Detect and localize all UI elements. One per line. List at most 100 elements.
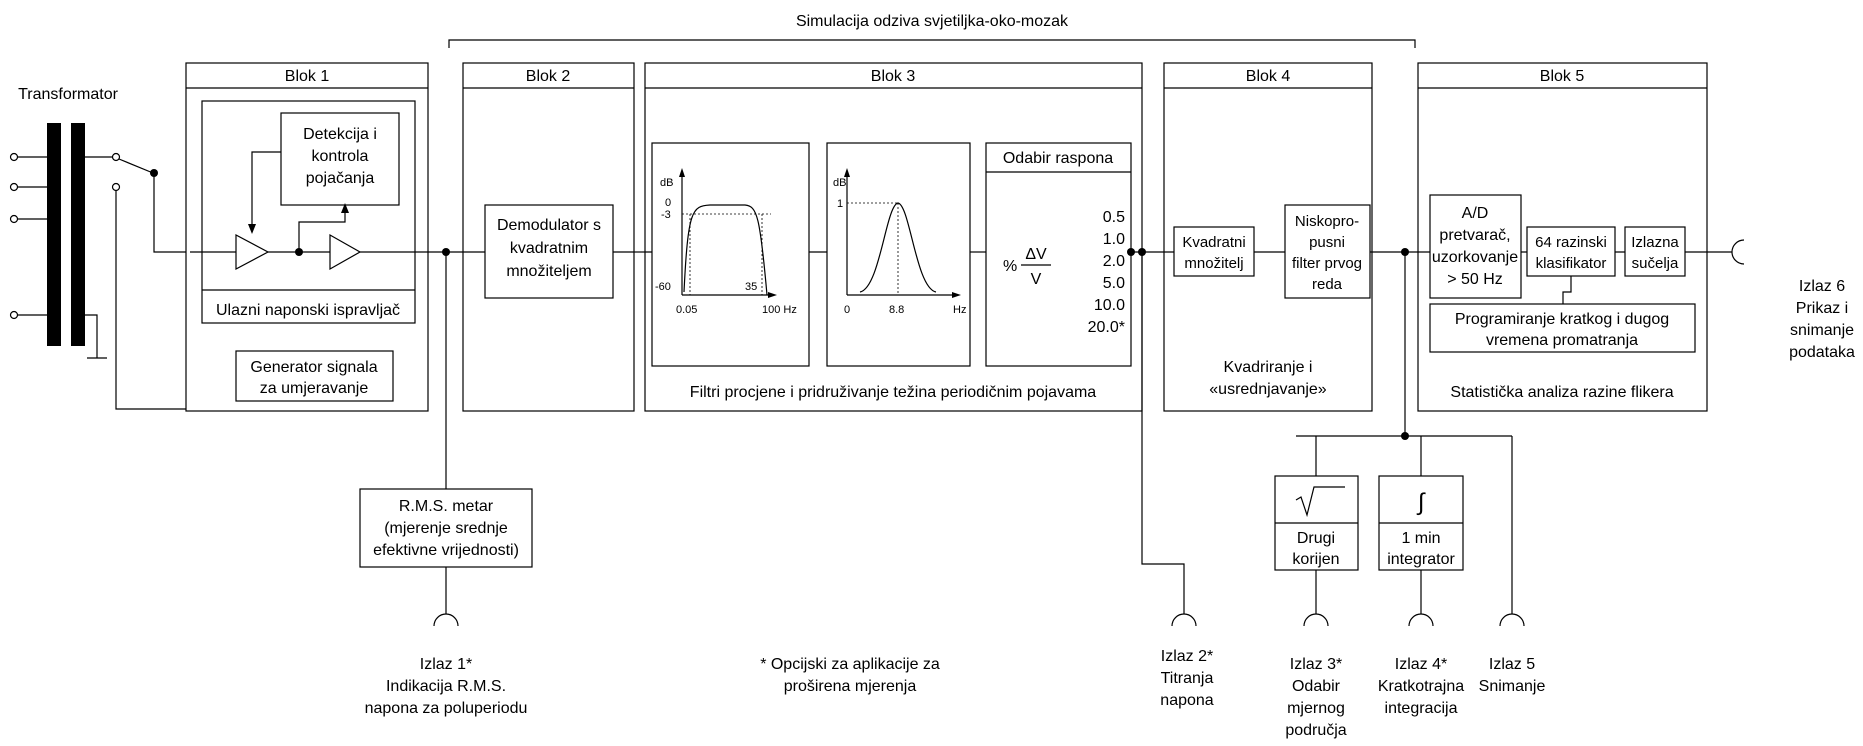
bandpass-response-curve (683, 204, 768, 296)
classifier-box (1526, 226, 1616, 277)
weighting-db-label: dB (833, 177, 846, 189)
transformer-core-left (47, 123, 61, 346)
observation-programming-box (1429, 303, 1696, 353)
output-2-terminal (1171, 613, 1197, 627)
output-6-line-1: Izlaz 6 (1799, 278, 1845, 295)
output-1-line-3: napona za poluperiodu (365, 700, 528, 717)
output-4-terminal (1408, 613, 1434, 627)
lowpass-filter-line-1: Niskopro- (1295, 213, 1359, 230)
ad-converter-line-3: uzorkovanje (1432, 249, 1518, 266)
range-percent-sign: % (1003, 258, 1017, 275)
calibration-generator-box (235, 350, 394, 402)
output-3-line-3: mjernog (1287, 700, 1345, 717)
block-1-title: Blok 1 (285, 68, 330, 85)
output-4-label: Izlaz 4* Kratkotrajna integracija (1378, 656, 1464, 717)
amplifier-1 (235, 234, 270, 270)
square-root-icon (1295, 486, 1345, 518)
demodulator-line-2: kvadratnim (510, 240, 588, 257)
weighting-88-label: 8.8 (889, 304, 904, 316)
output-5-label: Izlaz 5 Snimanje (1479, 656, 1546, 695)
demodulator-line-3: množiteljem (506, 263, 591, 280)
output-2-line-2: Titranja (1161, 670, 1214, 687)
weighting-one-label: 1 (837, 198, 843, 210)
output-6-label: Izlaz 6 Prikaz i snimanje podataka (1789, 278, 1855, 361)
lowpass-filter-line-4: reda (1312, 276, 1343, 293)
lowpass-filter-line-3: filter prvog (1292, 255, 1362, 272)
observation-programming-line-2: vremena promatranja (1486, 332, 1638, 349)
lowpass-filter-line-2: pusni (1309, 234, 1345, 251)
output-4-line-1: Izlaz 4* (1395, 656, 1447, 673)
output-1-terminal (433, 613, 459, 627)
range-value-2: 1.0 (1103, 231, 1125, 248)
block-5-caption: Statistička analiza razine flikera (1450, 384, 1673, 401)
junction-outputs (1401, 432, 1409, 440)
range-selector-title: Odabir raspona (1003, 150, 1113, 167)
range-value-4: 5.0 (1103, 275, 1125, 292)
range-value-6: 20.0* (1088, 319, 1125, 336)
square-multiplier-line-1: Kvadratni (1182, 234, 1245, 251)
output-5-line-2: Snimanje (1479, 678, 1546, 695)
block-4: Blok 4 Kvadratni množitelj Niskopro- pus… (1163, 62, 1373, 412)
output-1-line-1: Izlaz 1* (420, 656, 472, 673)
range-value-1: 0.5 (1103, 209, 1125, 226)
output-6-line-2: Prikaz i (1796, 300, 1848, 317)
input-terminal-1 (9, 152, 19, 162)
transformer: Transformator (9, 86, 236, 410)
bandpass-db-label: dB (660, 177, 673, 189)
switch-contact-a (111, 152, 121, 162)
weighting-zero-label: 0 (844, 304, 850, 316)
bandpass-100hz-label: 100 Hz (762, 304, 797, 316)
gain-control-line-1: Detekcija i (303, 126, 377, 143)
junction-block3-out (1127, 248, 1135, 256)
block-3-title: Blok 3 (871, 68, 916, 85)
integrator-unit: ∫ 1 min integrator (1378, 436, 1464, 611)
bandpass-35-label: 35 (745, 281, 757, 293)
bandpass-minus3-label: -3 (661, 209, 671, 221)
demodulator-box (484, 204, 614, 299)
rms-meter-line-1: R.M.S. metar (399, 498, 494, 515)
selector-switch (118, 158, 154, 174)
integral-icon: ∫ (1416, 489, 1426, 516)
square-root-unit: Drugi korijen (1274, 436, 1359, 611)
output-6-line-4: podataka (1789, 344, 1855, 361)
output-1-line-2: Indikacija R.M.S. (386, 678, 506, 695)
block-2-title: Blok 2 (526, 68, 571, 85)
classifier-line-1: 64 razinski (1535, 234, 1607, 251)
output-3-line-2: Odabir (1292, 678, 1341, 695)
output-5-terminal (1499, 613, 1525, 627)
weighting-hz-label: Hz (953, 304, 966, 316)
square-root-label-2: korijen (1292, 551, 1339, 568)
ad-converter-line-1: A/D (1462, 205, 1489, 222)
weighting-filter-box (826, 142, 971, 367)
range-selector-box (985, 142, 1132, 367)
rms-meter: R.M.S. metar (mjerenje srednje efektivne… (359, 488, 533, 611)
switch-contact-b (111, 182, 121, 192)
output-3-line-1: Izlaz 3* (1290, 656, 1342, 673)
input-terminal-2 (9, 182, 19, 192)
ad-converter-box (1429, 194, 1522, 299)
output-6-terminal (1731, 239, 1745, 265)
optional-note-line-1: * Opcijski za aplikacije za (760, 656, 940, 673)
gain-control-box (280, 112, 400, 206)
simulation-title: Simulacija odziva svjetiljka-oko-mozak (796, 13, 1069, 30)
output-2-line-3: napona (1160, 692, 1213, 709)
input-terminal-3 (9, 214, 19, 224)
block-5: Blok 5 A/D pretvarač, uzorkovanje > 50 H… (1417, 62, 1708, 412)
observation-programming-line-1: Programiranje kratkog i dugog (1455, 311, 1669, 328)
lowpass-filter-box (1284, 204, 1371, 299)
output-2-label: Izlaz 2* Titranja napona (1160, 648, 1213, 709)
block-4-caption-line-2: «usrednjavanje» (1209, 381, 1327, 398)
output-4-line-3: integracija (1385, 700, 1458, 717)
rms-meter-line-3: efektivne vrijednosti) (373, 542, 519, 559)
bandpass-zero-label: 0 (665, 197, 671, 209)
output-2-line-1: Izlaz 2* (1161, 648, 1213, 665)
block-2: Blok 2 Demodulator s kvadratnim množitel… (462, 62, 635, 412)
gain-control-line-2: kontrola (312, 148, 369, 165)
simulation-bracket: Simulacija odziva svjetiljka-oko-mozak (448, 13, 1416, 48)
range-value-3: 2.0 (1103, 253, 1125, 270)
transformer-core-right (71, 123, 85, 346)
block-3: Blok 3 dB 0 -3 -60 35 0.05 100 Hz dB 1 0… (644, 62, 1143, 412)
block-4-title: Blok 4 (1246, 68, 1291, 85)
gain-control-line-3: pojačanja (306, 170, 375, 187)
